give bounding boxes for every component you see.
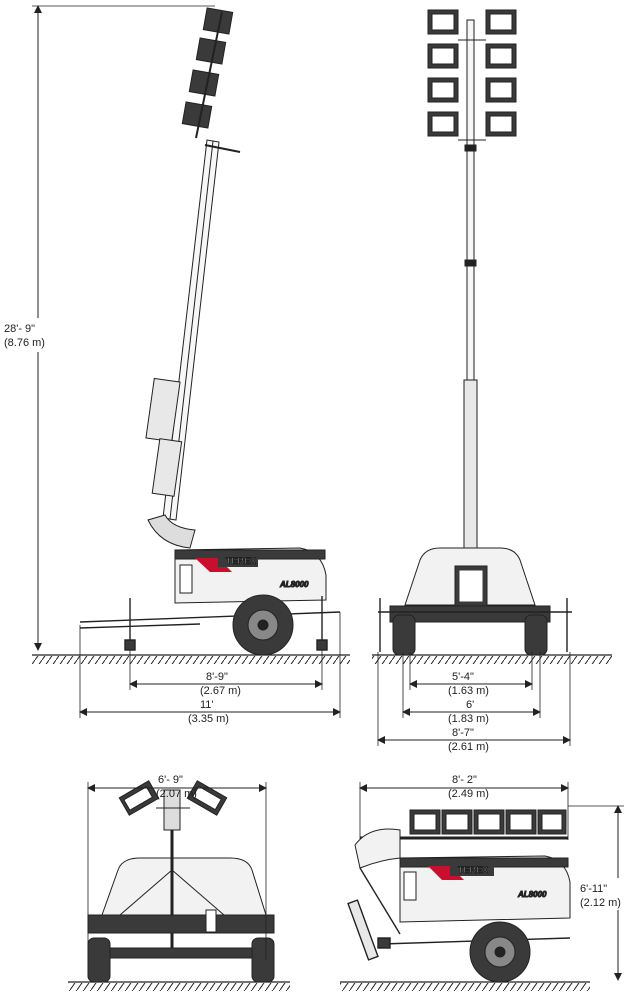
rear-inner-dimension: 5'-4" (1.63 m) [409, 652, 533, 697]
stowed-width-ft-label: 6'- 9" [158, 774, 183, 786]
light-heads-stowed-side [354, 809, 568, 869]
trailer-frame-stowed-side [347, 867, 571, 961]
model-label-stowed: AL8000 [517, 890, 547, 899]
stowed-height-m-label: (2.12 m) [580, 897, 621, 909]
mast-side [145, 139, 241, 549]
stowed-height-ft-label: 6'-11" [580, 883, 607, 895]
height-ft-label: 28'- 9" [4, 323, 35, 335]
trailer-frame-side [79, 596, 341, 651]
light-heads-side [181, 7, 234, 139]
model-label-side: AL8000 [279, 580, 309, 589]
stowed-width-dimension: 6'- 9" (2.07 m) [87, 774, 267, 960]
stowed-height-dimension: 6'-11" (2.12 m) [568, 805, 638, 981]
side-view-stowed: TEREX AL8000 8'- 2" (2.49 m) [340, 774, 638, 991]
rear-mid-m-label: (1.83 m) [448, 713, 489, 725]
side-wheelbase-ft-label: 8'-9" [206, 671, 228, 683]
rear-inner-m-label: (1.63 m) [448, 685, 489, 697]
mast-rear [463, 19, 478, 551]
rear-inner-ft-label: 5'-4" [452, 671, 474, 683]
height-m-label: (8.76 m) [4, 337, 45, 349]
ground-hatch-icon [372, 654, 612, 664]
side-length-dimension: 11' (3.35 m) [79, 612, 341, 725]
side-view-raised: TEREX AL8000 28'- 9" (8.76 m) [0, 5, 350, 725]
rear-view-raised: 5'-4" (1.63 m) 6' (1.83 m) 8'-7" (2.61 m… [372, 9, 612, 753]
brand-label-stowed: TEREX [458, 865, 488, 875]
ground-hatch-icon [340, 981, 590, 991]
wheel-stowed-side [469, 921, 531, 983]
side-wheelbase-m-label: (2.67 m) [200, 685, 241, 697]
wheel-side [232, 594, 294, 656]
brand-label-side: TEREX [226, 556, 256, 566]
side-wheelbase-dimension: 8'-9" (2.67 m) [129, 650, 323, 697]
light-heads-rear [427, 9, 517, 141]
stowed-width-m-label: (2.07 m) [156, 788, 197, 800]
side-length-ft-label: 11' [200, 699, 214, 711]
ground-hatch-icon [68, 981, 290, 991]
stowed-length-m-label: (2.49 m) [448, 788, 489, 800]
stowed-length-dimension: 8'- 2" (2.49 m) [359, 774, 569, 840]
wheels-rear [378, 598, 572, 656]
side-length-m-label: (3.35 m) [188, 713, 229, 725]
generator-body-side: TEREX AL8000 [174, 547, 327, 604]
rear-mid-dimension: 6' (1.83 m) [402, 652, 541, 725]
rear-outer-ft-label: 8'-7" [452, 727, 474, 739]
rear-outer-m-label: (2.61 m) [448, 741, 489, 753]
generator-body-rear [389, 547, 551, 623]
stowed-length-ft-label: 8'- 2" [452, 774, 477, 786]
rear-mid-ft-label: 6' [466, 699, 474, 711]
generator-body-stowed-side: TEREX AL8000 [399, 855, 571, 923]
ground-hatch-icon [32, 654, 350, 664]
generator-body-stowed-rear [87, 830, 275, 983]
height-dimension: 28'- 9" (8.76 m) [0, 5, 215, 651]
rear-view-stowed: 6'- 9" (2.07 m) [68, 774, 290, 991]
rear-outer-dimension: 8'-7" (2.61 m) [377, 652, 571, 753]
